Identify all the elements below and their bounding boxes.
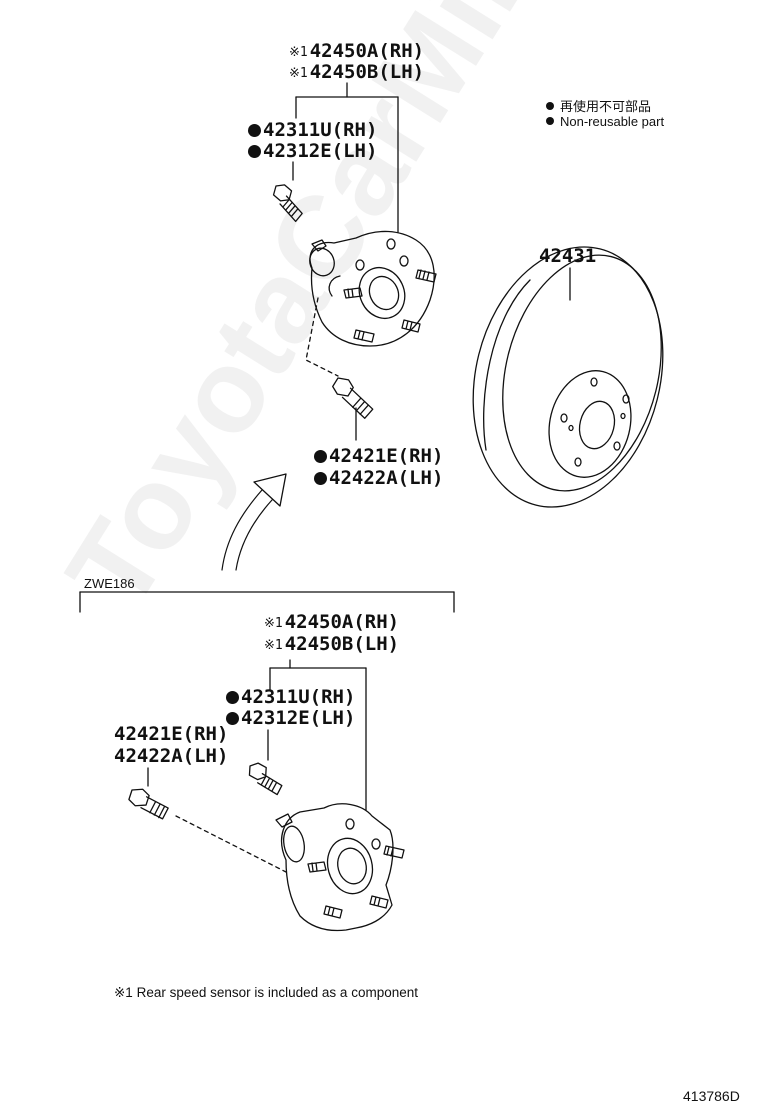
lower-leader-lines — [147, 659, 367, 811]
upper-hub-bolt — [332, 377, 374, 419]
upper-hub-stud — [272, 184, 303, 223]
lower-bolt-rh-callout[interactable]: 42421E(RH) — [114, 723, 229, 745]
lower-stud-lh-callout[interactable]: 42312E(LH) — [226, 707, 355, 729]
upper-bolt-lh-callout[interactable]: 42422A(LH) — [314, 467, 443, 489]
non-reusable-dot-icon — [226, 712, 239, 725]
upper-stud-lh-callout[interactable]: 42312E(LH) — [248, 140, 377, 162]
legend-jp: 再使用不可部品 — [546, 96, 651, 115]
footnote: ※1 Rear speed sensor is included as a co… — [114, 985, 418, 1000]
non-reusable-dot-icon — [314, 472, 327, 485]
rotor-callout[interactable]: 42431 — [539, 245, 597, 267]
variant-bracket — [79, 591, 455, 613]
lower-hub-bolt — [128, 788, 169, 820]
upper-bolt-rh-callout[interactable]: 42421E(RH) — [314, 445, 443, 467]
non-reusable-dot-icon — [314, 450, 327, 463]
variant-label: ZWE186 — [84, 576, 135, 591]
variant-arrow — [221, 473, 287, 571]
lower-bolt-lh-callout[interactable]: 42422A(LH) — [114, 745, 229, 767]
diagram-id: 413786D — [683, 1088, 740, 1104]
upper-bolt-dash — [305, 297, 339, 377]
upper-leader-lines — [292, 82, 571, 441]
brake-rotor — [472, 246, 664, 508]
lower-bolt-dash — [175, 815, 287, 873]
lower-stud-rh-callout[interactable]: 42311U(RH) — [226, 686, 355, 708]
non-reusable-dot-icon — [226, 691, 239, 704]
non-reusable-dot-icon — [546, 117, 554, 125]
non-reusable-dot-icon — [248, 145, 261, 158]
legend-en: Non-reusable part — [546, 114, 664, 129]
non-reusable-dot-icon — [546, 102, 554, 110]
lower-hub-stud — [248, 762, 283, 796]
upper-stud-rh-callout[interactable]: 42311U(RH) — [248, 119, 377, 141]
lower-hub-bearing — [275, 803, 405, 932]
non-reusable-dot-icon — [248, 124, 261, 137]
upper-hub-bearing — [309, 230, 437, 347]
